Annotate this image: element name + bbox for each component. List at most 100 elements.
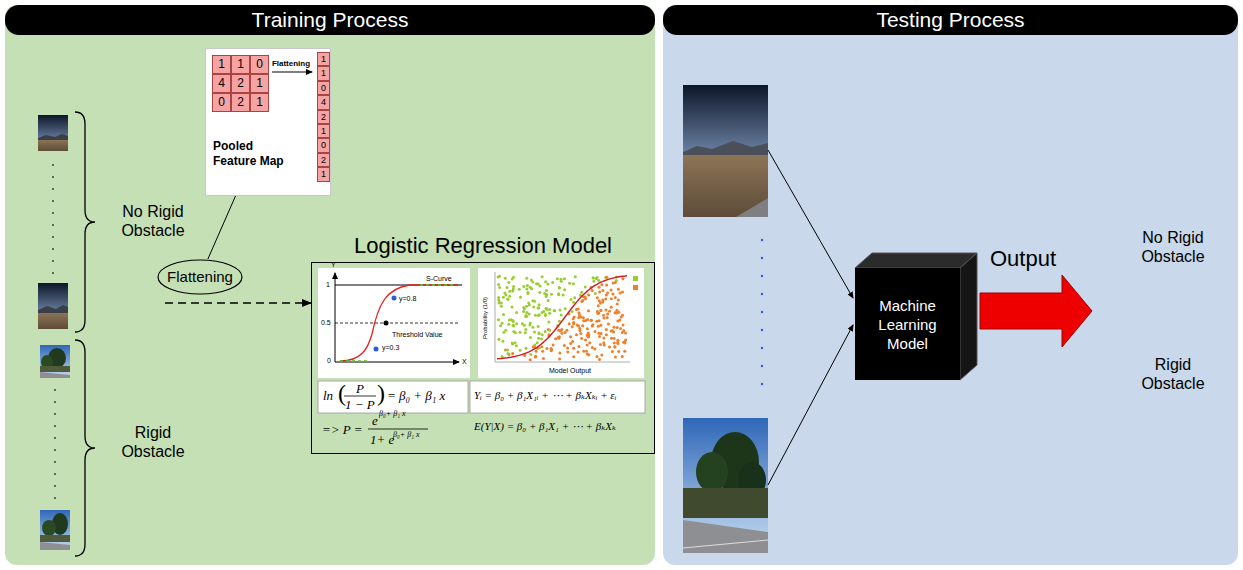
formula-exponent: β₀+ β₁ x — [393, 430, 419, 439]
scatter-dot — [594, 292, 597, 295]
scatter-dot — [556, 277, 559, 280]
chart-label-holder: 1 — [326, 281, 330, 289]
matrix-cell: 0 — [251, 56, 268, 73]
scatter-dot — [606, 292, 609, 295]
scatter-dot — [533, 331, 536, 334]
scatter-dot — [543, 292, 546, 295]
scatter-dot — [514, 341, 517, 344]
output-label-holder: Output — [990, 246, 1056, 271]
node-label: Machine Learning Model — [859, 296, 956, 353]
node-label: Flattening — [167, 268, 233, 286]
scatter-dot — [511, 278, 514, 281]
scatter-dot — [501, 340, 504, 343]
scatter-dot — [545, 307, 548, 310]
formula-text-holder: 1 − P — [345, 397, 375, 412]
formula-text: P — [356, 381, 364, 396]
scatter-dot — [591, 346, 594, 349]
scatter-dot — [570, 298, 573, 301]
scatter-dot — [525, 288, 528, 291]
scatter-dot — [568, 322, 571, 325]
process-panel: Testing ProcessMachine Learning Model — [663, 5, 1238, 565]
matrix-cell: 1 — [232, 56, 249, 73]
sigmoid-curve — [497, 276, 627, 359]
formula-text-holder: 1+ e — [370, 432, 394, 447]
scatter-dot — [604, 298, 607, 301]
scatter-dot — [616, 326, 619, 329]
chart-label-holder: Threshold Value — [392, 331, 442, 339]
vector-cell-holder: 0 — [317, 81, 330, 95]
chart-label: 0 — [327, 357, 331, 365]
scatter-dot — [537, 337, 540, 340]
scatter-dot — [614, 296, 617, 299]
scatter-dot — [515, 311, 518, 314]
scatter-dot — [558, 287, 561, 290]
vector-cell: 0 — [318, 139, 329, 151]
formula-text: e — [372, 413, 378, 428]
scatter-dot — [540, 338, 543, 341]
chart-label-holder: S-Curve — [426, 275, 452, 283]
scatter-chart — [478, 268, 644, 378]
testing-panel-ground — [663, 5, 1238, 565]
scatter-dot — [617, 350, 620, 353]
scatter-dot — [591, 324, 594, 327]
scatter-dot — [559, 308, 562, 311]
scatter-dot — [585, 350, 588, 353]
scatter-dot — [562, 294, 565, 297]
scatter-dot — [534, 356, 537, 359]
scatter-dot — [590, 319, 593, 322]
matrix-cell-holder: 1 — [231, 55, 250, 74]
scatter-dot — [572, 282, 575, 285]
scatter-dot — [564, 331, 567, 334]
scatter-dot — [511, 305, 514, 308]
scatter-dot — [507, 281, 510, 284]
scatter-dot — [522, 306, 525, 309]
scatter-dot — [611, 293, 614, 296]
scatter-dot — [596, 276, 599, 279]
scatter-dot — [607, 323, 610, 326]
scatter-dot — [601, 289, 604, 292]
scatter-dot — [611, 350, 614, 353]
scatter-dot — [616, 341, 619, 344]
scatter-dot — [613, 326, 616, 329]
node-label: Pooled Feature Map — [213, 139, 293, 169]
scatter-dot — [586, 335, 589, 338]
scatter-dot — [515, 322, 518, 325]
vector-cell: 1 — [318, 53, 329, 65]
scatter-dot — [529, 358, 532, 361]
scatter-dot — [616, 302, 619, 305]
scatter-dot — [497, 296, 500, 299]
scatter-dot — [537, 307, 540, 310]
scatter-dot — [588, 341, 591, 344]
flatten-arrow — [272, 71, 312, 72]
formula-text-holder: => P = — [322, 422, 363, 437]
scatter-dot — [605, 308, 608, 311]
scatter-dot — [558, 358, 561, 361]
class-label: No Rigid Obstacle — [1118, 228, 1228, 266]
scatter-dot — [535, 350, 538, 353]
scatter-dot — [558, 352, 561, 355]
scatter-dot — [532, 346, 535, 349]
vector-cell-holder: 2 — [317, 153, 330, 167]
formula-text-holder: P — [356, 381, 364, 396]
scatter-dot — [534, 314, 537, 317]
chart-label: X — [462, 358, 467, 366]
scatter-dot — [554, 337, 557, 340]
vector-cell-holder: 0 — [317, 138, 330, 152]
scatter-dot — [544, 330, 547, 333]
scatter-dot — [550, 293, 553, 296]
scatter-dot — [538, 332, 541, 335]
scatter-dot — [563, 344, 566, 347]
scatter-dot — [616, 320, 619, 323]
formula-exponent-holder: β₀+ β₁ x — [379, 409, 405, 418]
scatter-dot — [497, 338, 500, 341]
scatter-dot — [530, 287, 533, 290]
arrow-label: Flattening — [268, 59, 314, 69]
class-label-holder: No Rigid Obstacle — [1118, 228, 1228, 266]
scatter-dot — [537, 325, 540, 328]
matrix-cell-holder: 2 — [231, 74, 250, 93]
scatter-dot — [592, 280, 595, 283]
scatter-dot — [564, 307, 567, 310]
class-label: Rigid Obstacle — [1128, 355, 1218, 393]
formula-text: = β₀ + β₁ x — [387, 388, 445, 403]
